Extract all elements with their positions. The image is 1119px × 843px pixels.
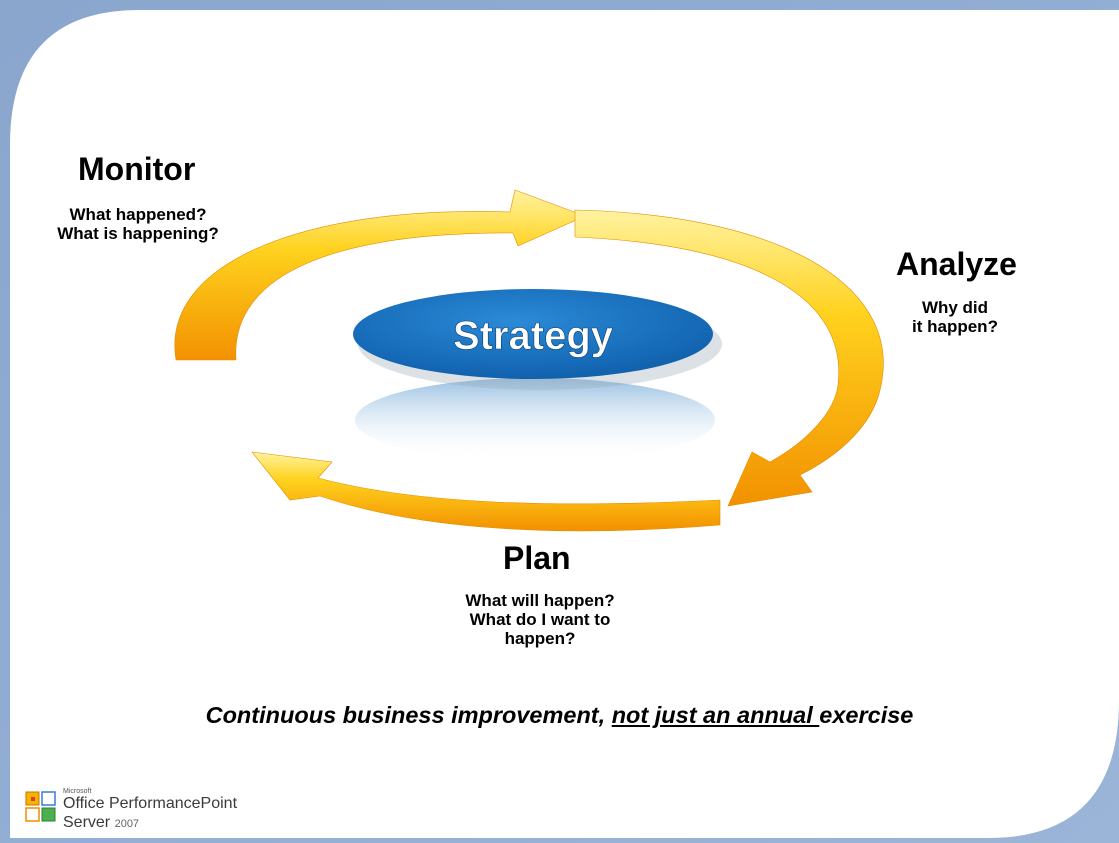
arrow-monitor-to-analyze (174, 189, 586, 361)
arrow-plan-to-monitor (251, 451, 721, 532)
tagline-end: exercise (819, 702, 914, 728)
tagline-emphasis: not just an annual (611, 702, 820, 728)
logo-server: Server 2007 (63, 814, 139, 832)
monitor-question-2: What is happening? (57, 224, 219, 243)
monitor-title: Monitor (78, 151, 196, 187)
tagline-start: Continuous business improvement, (205, 702, 612, 728)
analyze-question-1: Why did (921, 298, 989, 317)
strategy-reflection-text: Strategy (453, 432, 614, 476)
plan-question-2: What do I want to (469, 610, 611, 629)
logo-year: 2007 (114, 818, 140, 830)
strategy-label-reflection: Strategy (453, 432, 614, 476)
strategy-reflection (355, 378, 715, 462)
office-logo-icon (25, 791, 56, 822)
office-performancepoint-logo: Microsoft Office PerformancePoint Server… (24, 788, 254, 838)
strategy-label: Strategy (453, 314, 614, 358)
plan-question-3: happen? (504, 629, 576, 648)
monitor-question-1: What happened? (69, 205, 207, 224)
plan-title: Plan (503, 540, 571, 576)
analyze-question-2: it happen? (912, 317, 998, 336)
plan-question-1: What will happen? (465, 591, 615, 610)
logo-server-word: Server (63, 814, 111, 831)
tagline: Continuous business improvement, not jus… (0, 702, 1119, 729)
logo-microsoft: Microsoft (63, 788, 92, 795)
strategy-ellipse (353, 289, 713, 379)
logo-product: Office PerformancePoint (63, 795, 238, 812)
analyze-title: Analyze (896, 246, 1017, 282)
arrow-analyze-to-plan (574, 209, 884, 507)
